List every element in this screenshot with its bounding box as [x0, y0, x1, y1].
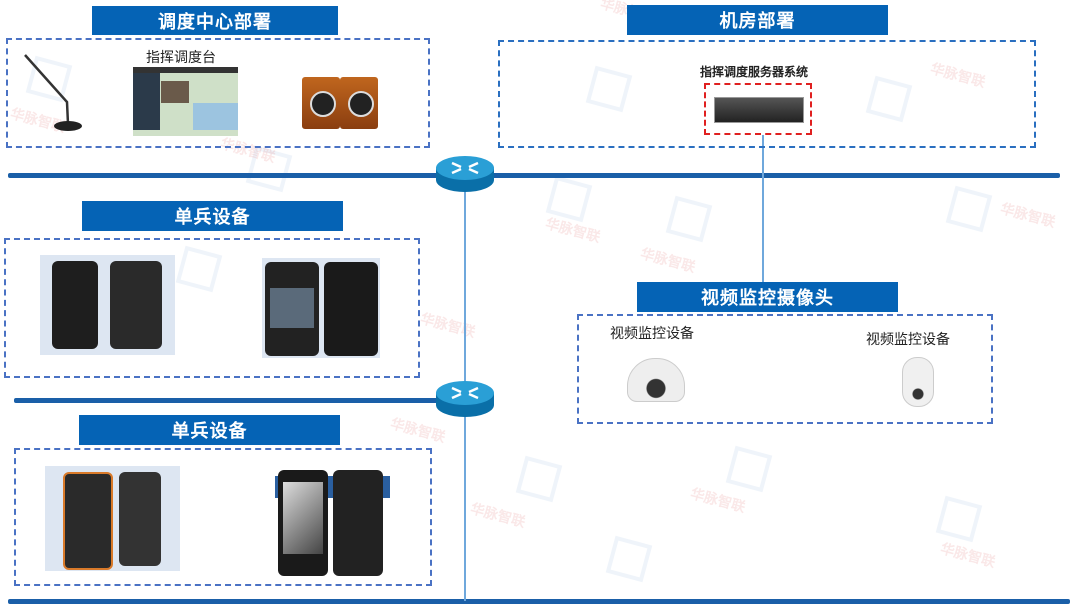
rugged-phone-image — [45, 466, 180, 571]
dispatch-console-screen — [133, 67, 238, 136]
section-title-individual-1: 单兵设备 — [82, 201, 343, 231]
camera-1-label: 视频监控设备 — [610, 326, 694, 342]
server-system-label: 指挥调度服务器系统 — [700, 65, 809, 79]
individual-equipment-group-2 — [14, 448, 432, 586]
console-label: 指挥调度台 — [146, 50, 216, 66]
router-icon — [436, 156, 494, 192]
network-bus-middle — [14, 398, 454, 403]
network-bus-bottom — [8, 599, 1070, 604]
camera-2-label: 视频监控设备 — [866, 332, 950, 348]
section-title-cameras: 视频监控摄像头 — [637, 282, 898, 312]
camera-group — [577, 314, 993, 424]
ptz-camera-icon — [902, 357, 934, 407]
router-icon — [436, 381, 494, 417]
server-icon — [714, 97, 804, 123]
server-room-group — [498, 40, 1036, 148]
network-bus-top — [8, 173, 1060, 178]
body-camera-image — [40, 255, 175, 355]
individual-equipment-group-1 — [4, 238, 420, 378]
dispatch-center-group — [6, 38, 430, 148]
link-server-to-cameras — [762, 135, 764, 283]
body-camera-image — [262, 258, 380, 358]
microphone-icon — [24, 54, 82, 131]
section-title-dispatch-center: 调度中心部署 — [92, 6, 338, 35]
section-title-server-room: 机房部署 — [627, 5, 888, 35]
dome-camera-icon — [627, 358, 685, 402]
rugged-phone-image — [275, 464, 390, 578]
speaker-icon — [302, 77, 340, 129]
speaker-icon — [340, 77, 378, 129]
section-title-individual-2: 单兵设备 — [79, 415, 340, 445]
server-highlight — [704, 83, 812, 135]
